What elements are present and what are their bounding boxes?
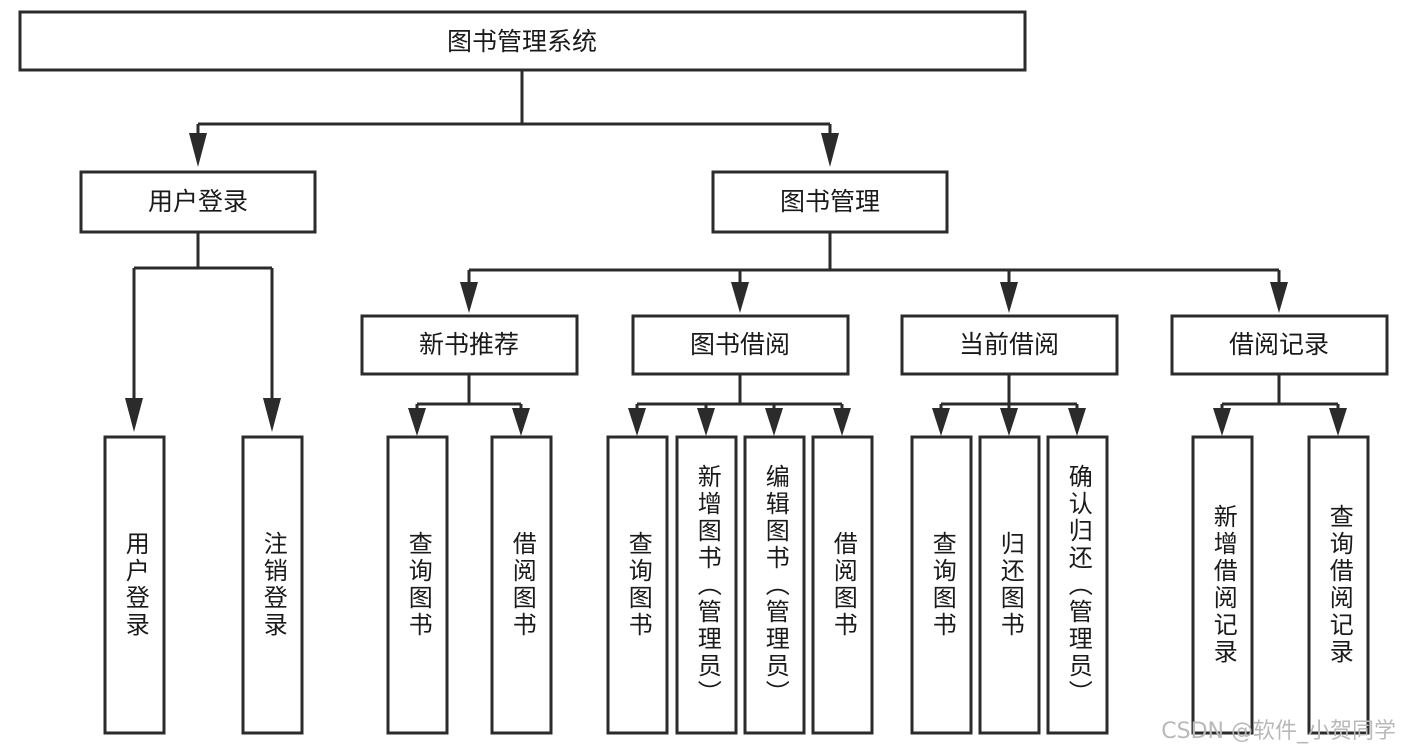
node-leaf-query-borrow-record[interactable]: 查询借阅记录	[1307, 435, 1370, 735]
arrow-head-icon	[512, 408, 530, 436]
node-leaf-logout[interactable]: 注销登录	[241, 435, 304, 735]
leaf-label: 查询图书	[928, 531, 957, 639]
connector-currentborrow-to-leaves	[932, 374, 1086, 436]
node-book-management-label: 图书管理	[780, 187, 880, 216]
arrow-head-icon	[125, 398, 143, 432]
leaf-label: 查询图书	[624, 531, 653, 639]
connector-userlogin-to-leaves	[125, 232, 281, 432]
leaf-label: 新增借阅记录	[1209, 504, 1238, 666]
node-leaf-add-book-admin[interactable]: 新增图书（管理员）	[675, 435, 738, 735]
arrow-head-icon	[408, 408, 426, 436]
arrow-head-icon	[833, 408, 851, 436]
node-user-login[interactable]: 用户登录	[79, 170, 317, 234]
leaf-label: 借阅图书	[829, 531, 858, 639]
arrow-head-icon	[1000, 408, 1018, 436]
node-leaf-add-borrow-record[interactable]: 新增借阅记录	[1191, 435, 1254, 735]
arrow-head-icon	[189, 133, 207, 167]
arrow-head-icon	[1000, 282, 1018, 313]
leaf-label: 归还图书	[996, 531, 1025, 639]
node-root[interactable]: 图书管理系统	[18, 10, 1027, 72]
arrow-head-icon	[765, 408, 783, 436]
connector-bookborrow-to-leaves	[628, 374, 851, 436]
node-leaf-borrow-book[interactable]: 借阅图书	[811, 435, 874, 735]
node-borrow-record[interactable]: 借阅记录	[1170, 314, 1389, 376]
node-leaf-confirm-return-admin[interactable]: 确认归还（管理员）	[1046, 435, 1109, 735]
arrow-head-icon	[1329, 408, 1347, 436]
node-leaf-edit-book-admin[interactable]: 编辑图书（管理员）	[743, 435, 806, 735]
leaf-label: 查询图书	[404, 531, 433, 639]
leaf-label: 查询借阅记录	[1325, 504, 1354, 666]
node-new-book-recommend-label: 新书推荐	[419, 330, 519, 359]
node-leaf-query-book-current[interactable]: 查询图书	[910, 435, 973, 735]
leaf-label: 用户登录	[121, 531, 150, 639]
node-current-borrow-label: 当前借阅	[959, 330, 1059, 359]
leaf-label: 借阅图书	[508, 531, 537, 639]
leaf-label: 注销登录	[259, 531, 288, 639]
arrow-head-icon	[932, 408, 950, 436]
leaf-label: 编辑图书（管理员）	[761, 463, 790, 707]
node-leaf-user-login[interactable]: 用户登录	[103, 435, 166, 735]
node-leaf-query-book-recommend[interactable]: 查询图书	[386, 435, 449, 735]
node-book-management[interactable]: 图书管理	[711, 170, 949, 234]
node-borrow-record-label: 借阅记录	[1229, 330, 1329, 359]
arrow-head-icon	[697, 408, 715, 436]
arrow-head-icon	[263, 398, 281, 432]
connector-borrowrecord-to-leaves	[1213, 374, 1347, 436]
node-book-borrow[interactable]: 图书借阅	[631, 314, 850, 376]
arrow-head-icon	[731, 282, 749, 313]
node-book-borrow-label: 图书借阅	[690, 330, 790, 359]
connector-newbook-to-leaves	[408, 374, 530, 436]
node-root-label: 图书管理系统	[447, 27, 597, 56]
node-leaf-borrow-book-recommend[interactable]: 借阅图书	[490, 435, 553, 735]
connector-root-to-level2	[189, 70, 839, 167]
arrow-head-icon	[460, 282, 478, 313]
node-user-login-label: 用户登录	[148, 187, 248, 216]
arrow-head-icon	[1270, 282, 1288, 313]
leaf-label: 新增图书（管理员）	[693, 463, 722, 707]
node-leaf-return-book[interactable]: 归还图书	[978, 435, 1041, 735]
arrow-head-icon	[1068, 408, 1086, 436]
connector-bookmgmt-to-level3	[460, 232, 1288, 313]
arrow-head-icon	[628, 408, 646, 436]
node-new-book-recommend[interactable]: 新书推荐	[360, 314, 579, 376]
leaf-label: 确认归还（管理员）	[1064, 463, 1093, 707]
watermark-text: CSDN @软件_小贺同学	[1161, 719, 1396, 744]
arrow-head-icon	[1213, 408, 1231, 436]
node-current-borrow[interactable]: 当前借阅	[900, 314, 1119, 376]
node-leaf-query-book-borrow[interactable]: 查询图书	[606, 435, 669, 735]
arrow-head-icon	[821, 133, 839, 167]
